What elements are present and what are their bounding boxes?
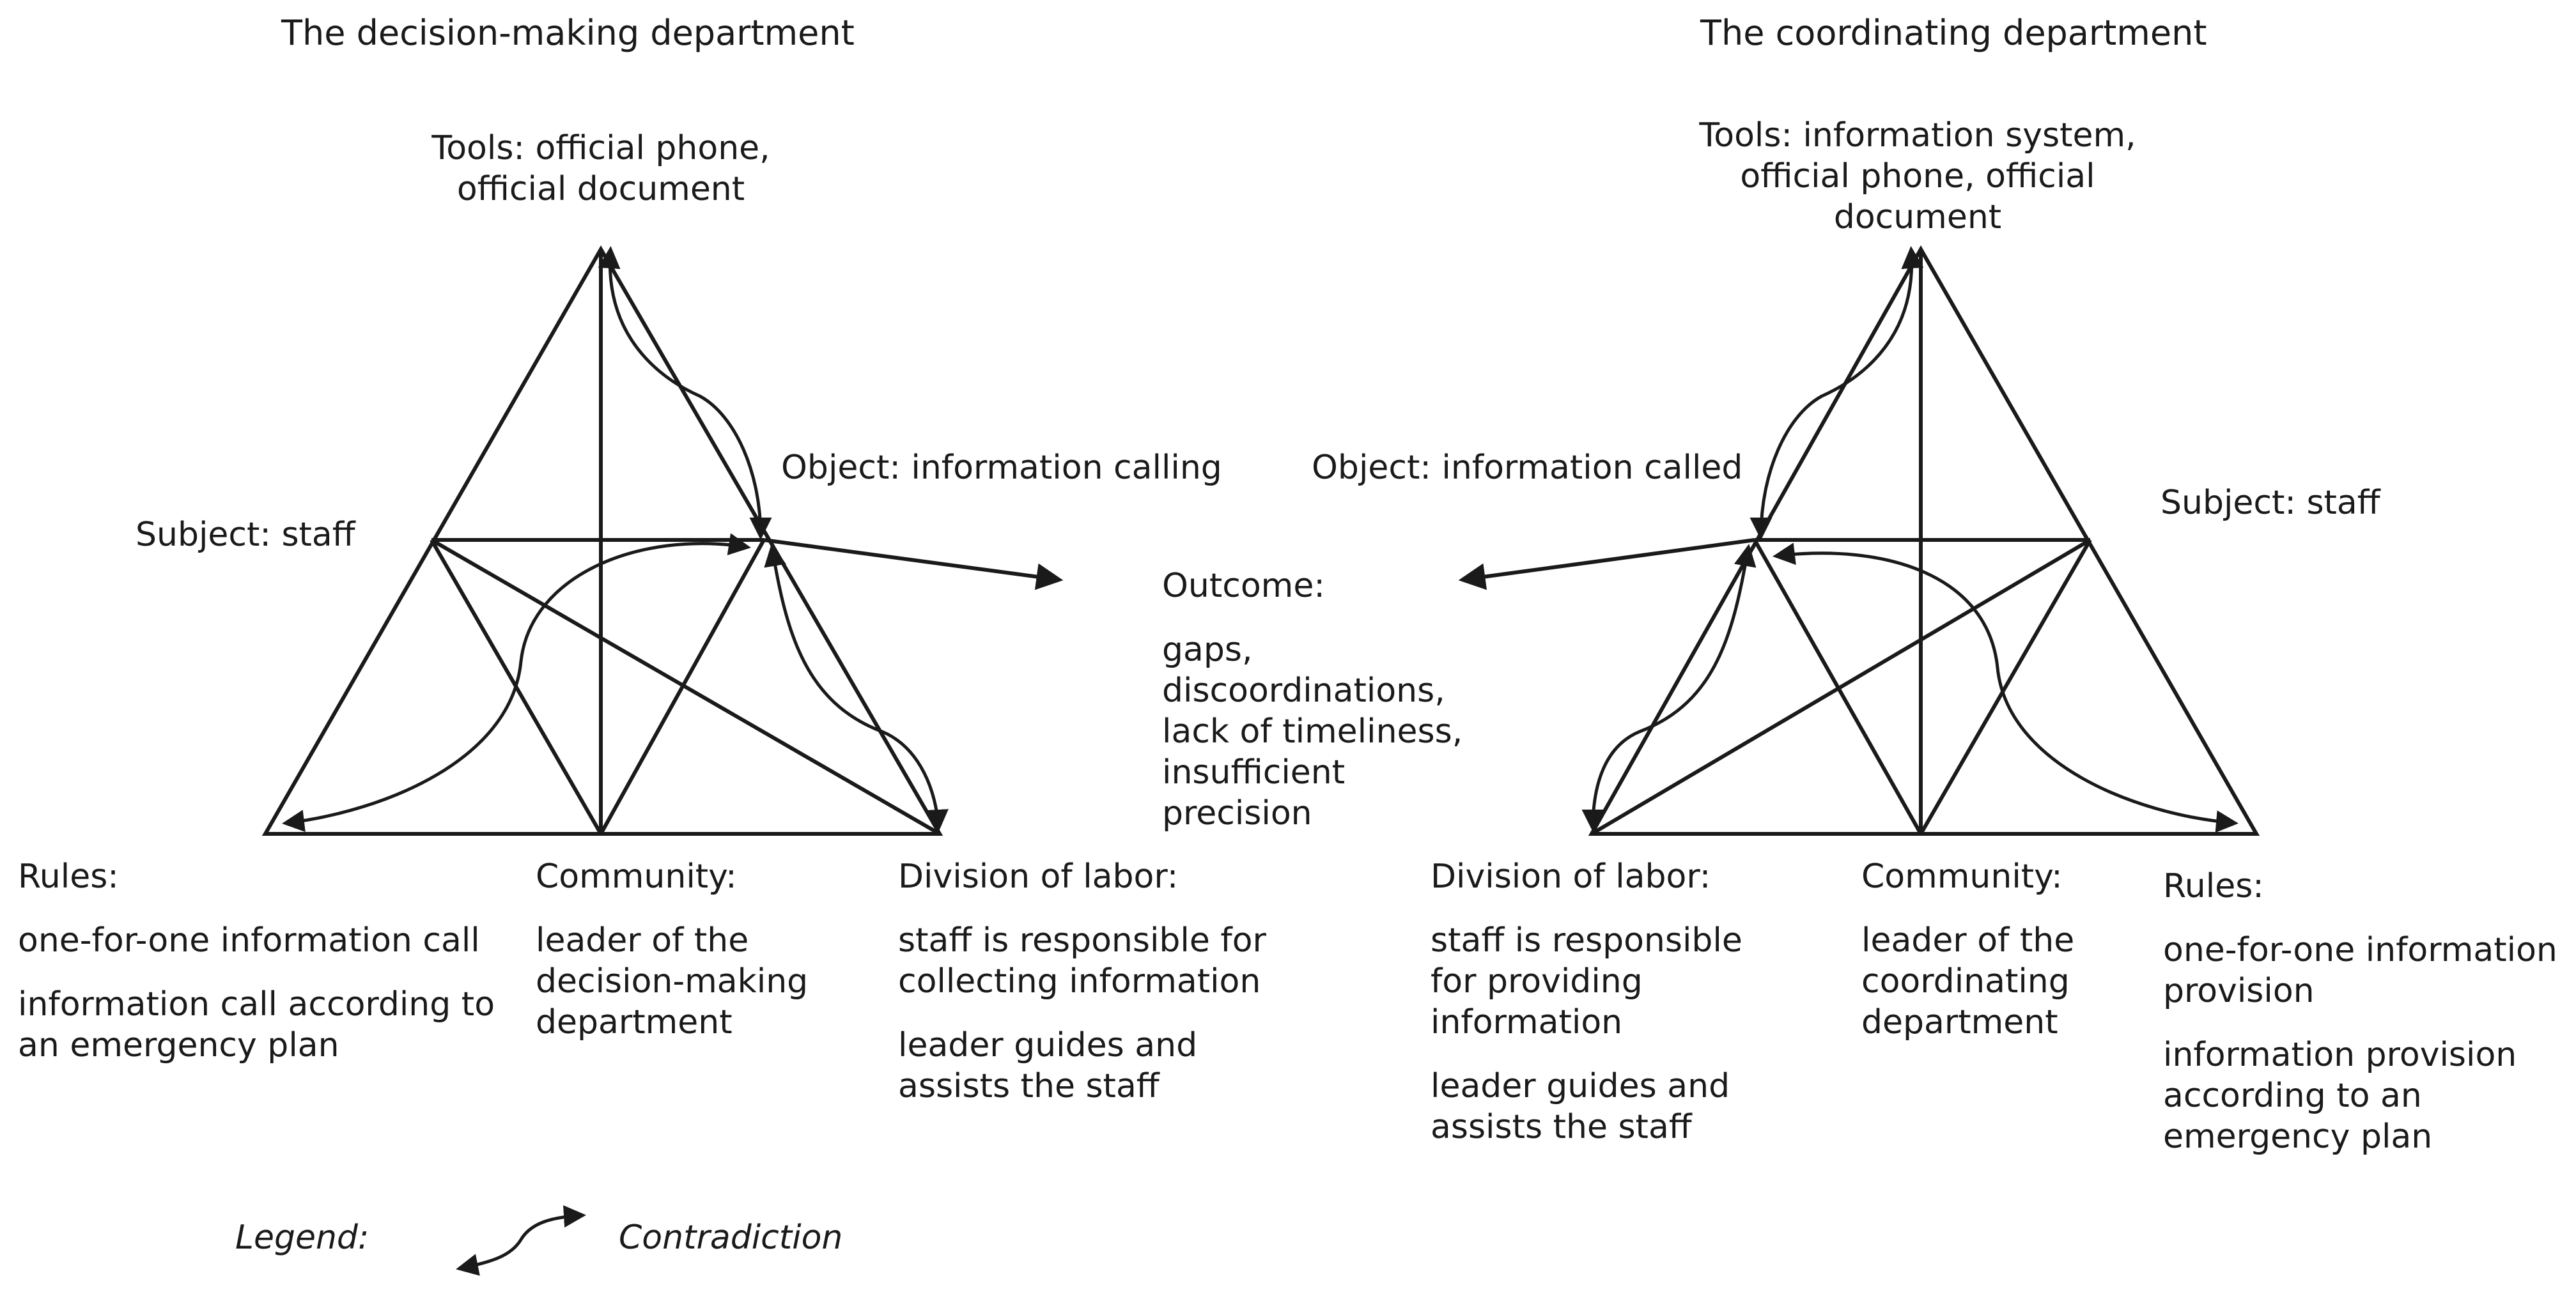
left-subject-division-line bbox=[430, 538, 941, 836]
right-tools-label: Tools: information system, official phon… bbox=[1699, 116, 2136, 236]
right-activity-triangle bbox=[1458, 245, 2260, 836]
left-contradictions bbox=[282, 246, 949, 833]
right-subject-label: Subject: staff bbox=[2161, 484, 2380, 522]
left-object-label: Object: information calling bbox=[781, 449, 1222, 487]
left-activity-triangle bbox=[261, 245, 1064, 836]
left-tools-label: Tools: official phone, official document bbox=[431, 129, 770, 208]
right-division-block: Division of labor: staff is responsible … bbox=[1431, 857, 1742, 1146]
left-contradiction-object-division bbox=[764, 544, 949, 832]
right-contradiction-object-rules bbox=[1773, 542, 2238, 833]
legend-contradiction-text: Contradiction bbox=[619, 1219, 843, 1257]
left-contradiction-object-rules bbox=[282, 533, 751, 833]
left-outcome-arrow bbox=[763, 538, 1064, 590]
left-division-block: Division of labor: staff is responsible … bbox=[898, 857, 1266, 1105]
right-contradictions bbox=[1581, 246, 2238, 833]
right-rules-block: Rules: one-for-one information provision… bbox=[2163, 867, 2557, 1156]
right-contradiction-object-division bbox=[1581, 544, 1757, 832]
left-subject-label: Subject: staff bbox=[136, 516, 355, 554]
right-outcome-arrow bbox=[1458, 538, 1755, 590]
outcome-block: Outcome: gaps, discoordinations, lack of… bbox=[1162, 567, 1463, 833]
legend-label: Legend: bbox=[235, 1219, 369, 1257]
left-rules-block: Rules: one-for-one information call info… bbox=[18, 857, 495, 1065]
right-community-block: Community: leader of the coordinating de… bbox=[1861, 857, 2075, 1042]
right-system-title: The coordinating department bbox=[1700, 13, 2207, 53]
legend-contradiction-icon bbox=[456, 1205, 586, 1276]
left-community-block: Community: leader of the decision-making… bbox=[536, 857, 809, 1042]
right-object-label: Object: information called bbox=[1312, 449, 1743, 487]
left-contradiction-tools-object bbox=[598, 246, 772, 540]
right-contradiction-tools-object bbox=[1750, 246, 1924, 540]
right-subject-division-line bbox=[1590, 538, 2091, 836]
left-system-title: The decision-making department bbox=[281, 13, 855, 53]
